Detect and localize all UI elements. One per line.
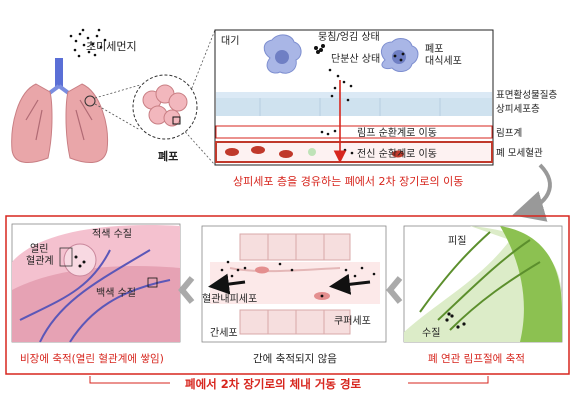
macrophage-label-line1: 폐포 <box>425 43 443 55</box>
cortex-label: 피질 <box>448 235 466 247</box>
open-circulation-label-line1: 열린 <box>30 243 48 255</box>
macrophage-left <box>263 34 302 74</box>
macrophage-right <box>381 38 419 72</box>
systemic-move-label: 전신 순환계로 이동 <box>357 148 437 160</box>
flow-arrow-liver-to-spleen <box>178 276 195 304</box>
lymph-move-label: 림프 순환계로 이동 <box>357 127 437 139</box>
monodisperse-state-label: 단분산 상태 <box>331 53 380 65</box>
macrophage-label-line2: 대식세포 <box>425 55 462 67</box>
medulla-label: 수질 <box>422 327 440 339</box>
ultrafine-dust-particles <box>69 28 107 58</box>
white-pulp-label: 백색 수질 <box>96 287 136 299</box>
lungs-illustration <box>11 58 109 163</box>
red-pulp-label: 적색 수질 <box>92 228 132 240</box>
open-circulation-label-line2: 혈관계 <box>26 254 54 267</box>
endothelial-cell-label: 혈관내피세포 <box>202 292 257 305</box>
zoom-lines <box>94 29 216 166</box>
spleen-caption: 비장에 축적(열린 혈관계에 쌓임) <box>20 352 164 365</box>
spleen-panel <box>11 223 181 343</box>
kupffer-cell-label: 쿠퍼세포 <box>334 315 371 327</box>
bottom-bracket <box>89 376 489 384</box>
bottom-caption: 폐에서 2차 장기로의 체내 거동 경로 <box>185 377 362 391</box>
flow-arrow-to-lymph <box>512 163 552 222</box>
surfactant-layer-label: 표면활성물질층 <box>496 89 557 101</box>
alveolar-detail-panel <box>214 29 494 166</box>
hepatocyte-label: 간세포 <box>210 327 238 339</box>
bottom-frame <box>5 215 570 375</box>
epithelial-layer-label: 상피세포층 <box>496 104 540 115</box>
atmosphere-label: 대기 <box>221 35 239 47</box>
pulmonary-capillary-label: 폐 모세혈관 <box>496 147 543 159</box>
liver-panel <box>201 225 387 343</box>
ultrafine-dust-label: 초미세먼지 <box>86 40 137 53</box>
aggregated-state-label: 뭉침/엉김 상태 <box>318 31 380 43</box>
caption-top: 상피세포 층을 경유하는 폐에서 2차 장기로의 이동 <box>233 174 463 188</box>
liver-particles <box>220 260 376 278</box>
lymphatic-system-label: 림프계 <box>496 127 522 139</box>
flow-arrow-lymph-to-liver <box>386 276 403 304</box>
alveoli-illustration <box>132 74 198 140</box>
lymph-node-panel <box>403 225 563 343</box>
aggregated-particles <box>314 44 325 54</box>
alveoli-label: 폐포 <box>158 149 178 163</box>
liver-caption: 간에 축적되지 않음 <box>253 353 337 365</box>
lymph-caption: 폐 연관 림프절에 축적 <box>428 352 525 365</box>
